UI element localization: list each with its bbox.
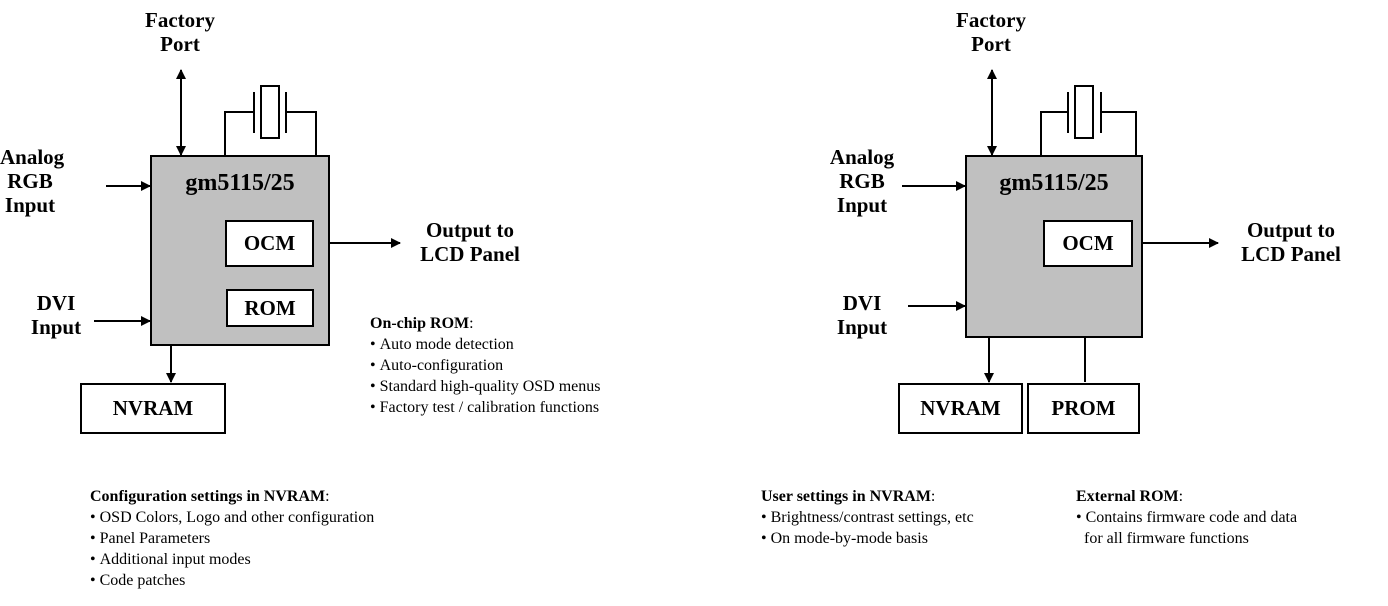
dvi-input-line-2: Input	[30, 315, 82, 339]
analog-input-line-1: Analog	[0, 145, 65, 169]
onchip-rom-heading: On-chip ROM	[370, 315, 470, 332]
nvram-box-right: NVRAM	[898, 383, 1023, 434]
list-item: for all firmware functions	[1084, 530, 1249, 547]
onchip-rom-colon: :	[469, 315, 474, 332]
crystal-body-right	[1074, 85, 1094, 139]
nvram-box: NVRAM	[80, 383, 226, 434]
factory-port-label: Factory Port	[130, 8, 230, 56]
prom-box: PROM	[1027, 383, 1140, 434]
output-line-2: LCD Panel	[1241, 242, 1341, 266]
list-item: Auto mode detection	[370, 334, 710, 355]
list-item: Additional input modes	[90, 549, 450, 570]
user-settings-heading: User settings in NVRAM	[761, 488, 931, 505]
dvi-input-label: DVI Input	[16, 291, 96, 339]
external-rom-heading: External ROM	[1076, 488, 1179, 505]
list-item: Auto-configuration	[370, 355, 710, 376]
factory-port-line-2: Port	[160, 32, 200, 56]
onchip-rom-list: Auto mode detection Auto-configuration S…	[370, 334, 710, 418]
analog-input-line-3: Input	[4, 193, 56, 217]
list-item: Standard high-quality OSD menus	[370, 376, 710, 397]
analog-input-line-3: Input	[836, 193, 888, 217]
list-item: Factory test / calibration functions	[370, 397, 710, 418]
chip-name-right: gm5115/25	[999, 170, 1109, 196]
list-item: On mode-by-mode basis	[761, 528, 1061, 549]
chip-name: gm5115/25	[185, 170, 295, 196]
onchip-rom-note: On-chip ROM: Auto mode detection Auto-co…	[370, 313, 710, 418]
output-line-1: Output to	[425, 218, 515, 242]
analog-input-line-1: Analog	[829, 145, 895, 169]
list-item: Contains firmware code and data	[1076, 507, 1386, 528]
crystal-wire-left-2	[286, 111, 317, 155]
dvi-input-label-right: DVI Input	[822, 291, 902, 339]
factory-port-line-1: Factory	[956, 8, 1026, 32]
user-settings-list: Brightness/contrast settings, etc On mod…	[761, 507, 1061, 549]
factory-port-line-1: Factory	[145, 8, 215, 32]
config-settings-note: Configuration settings in NVRAM: OSD Col…	[90, 486, 450, 591]
crystal-wire-right-2	[1101, 111, 1137, 155]
external-rom-colon: :	[1178, 488, 1184, 505]
ocm-box: OCM	[225, 220, 314, 267]
rom-box: ROM	[226, 289, 314, 327]
output-label-right: Output to LCD Panel	[1226, 218, 1356, 266]
output-line-2: LCD Panel	[420, 242, 520, 266]
user-settings-note: User settings in NVRAM: Brightness/contr…	[761, 486, 1061, 549]
list-item: Brightness/contrast settings, etc	[761, 507, 1061, 528]
output-line-1: Output to	[1246, 218, 1336, 242]
factory-port-line-2: Port	[971, 32, 1011, 56]
config-settings-colon: :	[325, 488, 330, 505]
external-rom-list: Contains firmware code and data for all …	[1076, 507, 1386, 549]
dvi-input-line-1: DVI	[36, 291, 76, 315]
factory-port-label-right: Factory Port	[941, 8, 1041, 56]
crystal-wire-right	[1040, 111, 1068, 155]
dvi-input-line-1: DVI	[842, 291, 882, 315]
output-label: Output to LCD Panel	[410, 218, 530, 266]
crystal-wire-left	[224, 111, 254, 155]
list-item: OSD Colors, Logo and other configuration	[90, 507, 450, 528]
ocm-box-right: OCM	[1043, 220, 1133, 267]
analog-rgb-input-label-right: Analog RGB Input	[822, 145, 902, 217]
list-item: Code patches	[90, 570, 450, 591]
analog-input-line-2: RGB	[7, 169, 53, 193]
analog-rgb-input-label: Analog RGB Input	[0, 145, 65, 217]
crystal-body-left	[260, 85, 280, 139]
analog-input-line-2: RGB	[839, 169, 885, 193]
config-settings-list: OSD Colors, Logo and other configuration…	[90, 507, 450, 591]
dvi-input-line-2: Input	[836, 315, 888, 339]
list-item: Panel Parameters	[90, 528, 450, 549]
config-settings-heading: Configuration settings in NVRAM	[90, 488, 326, 505]
external-rom-note: External ROM: Contains firmware code and…	[1076, 486, 1386, 549]
user-settings-colon: :	[930, 488, 936, 505]
